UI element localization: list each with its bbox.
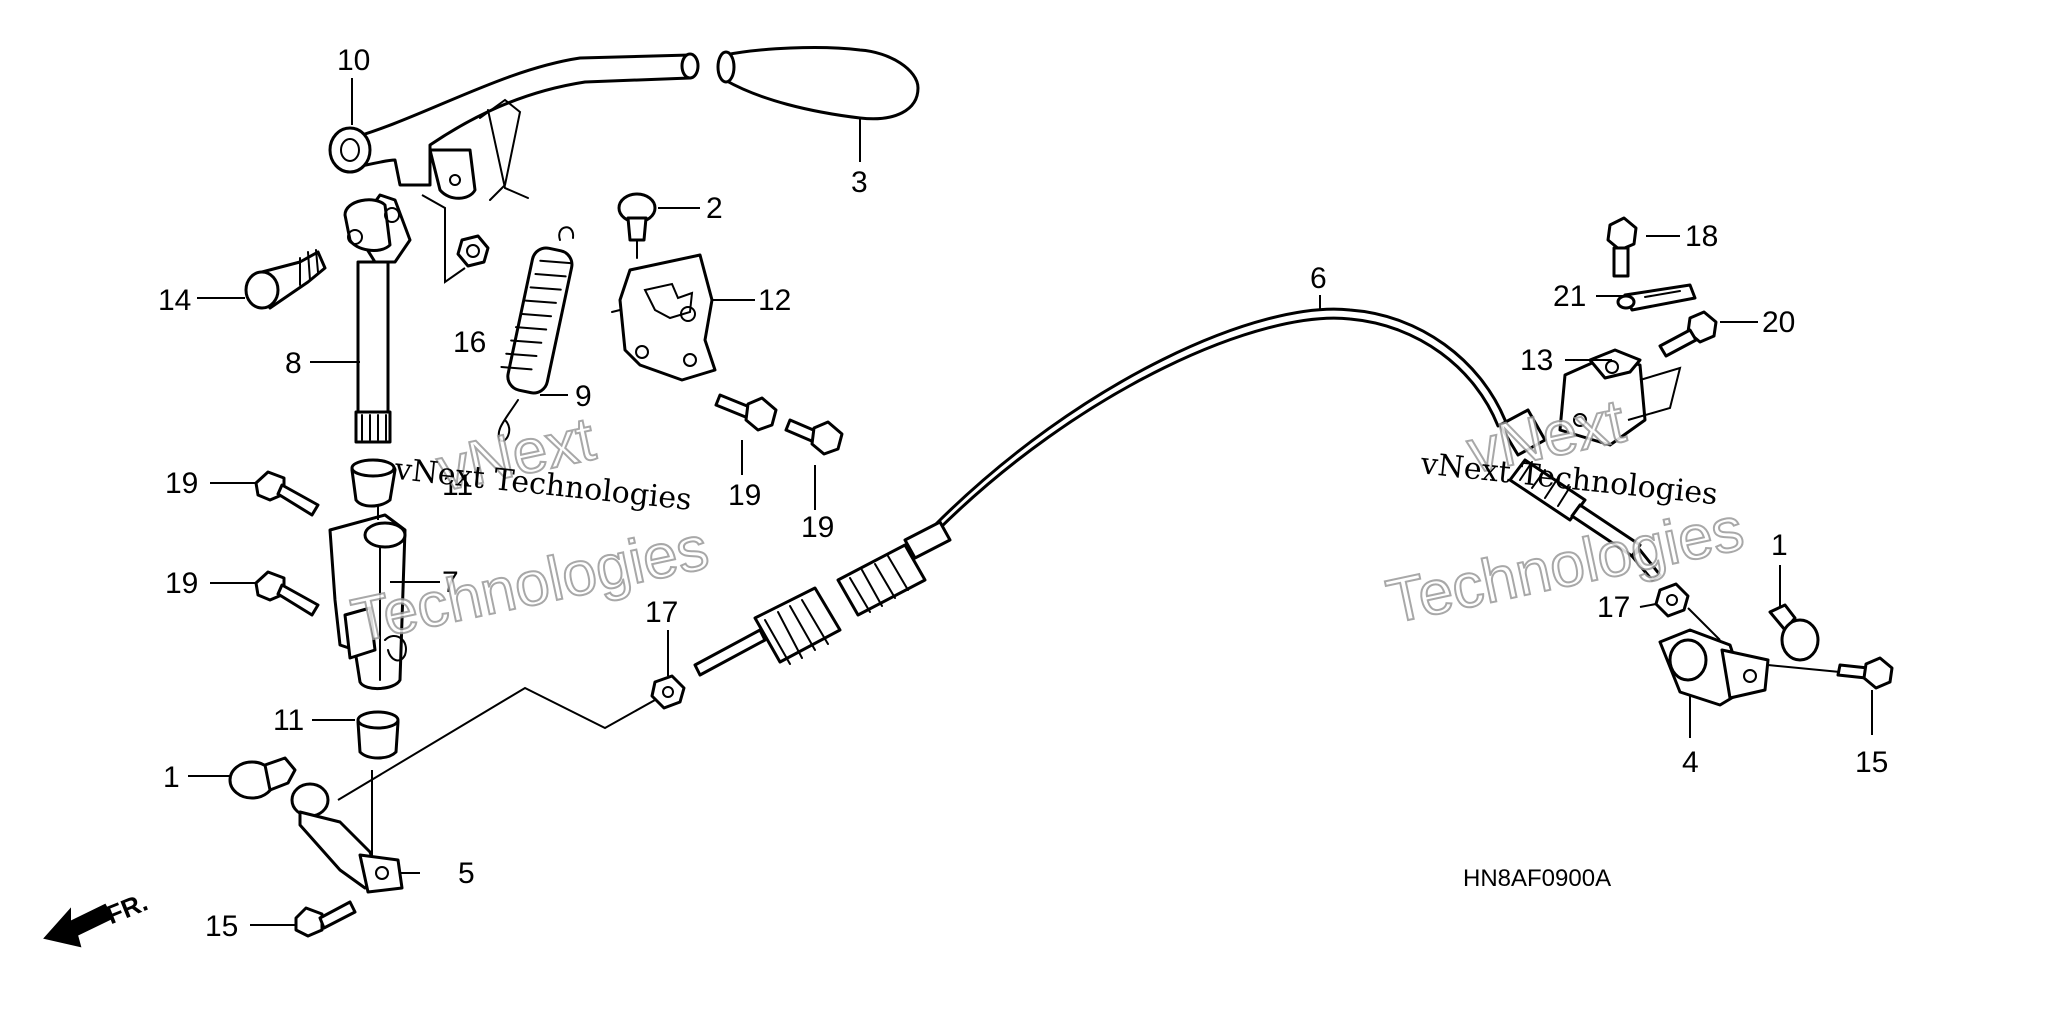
part-13-bracket bbox=[1558, 348, 1647, 447]
callout-4: 4 bbox=[1682, 746, 1699, 779]
callout-16: 16 bbox=[453, 326, 486, 359]
part-3-knob bbox=[716, 46, 920, 121]
part-5-arm bbox=[290, 782, 404, 894]
part-2-pin bbox=[617, 192, 657, 259]
callout-13: 13 bbox=[1520, 344, 1553, 377]
part-19-bolt-b bbox=[254, 570, 320, 617]
callout-14: 14 bbox=[158, 284, 191, 317]
callout-8: 8 bbox=[285, 347, 302, 380]
part-11-bushing-lower bbox=[356, 710, 400, 760]
part-10-shift-lever bbox=[328, 52, 700, 201]
callout-12: 12 bbox=[758, 284, 791, 317]
part-4-clamp bbox=[1658, 628, 1770, 707]
part-17-nut-right bbox=[1654, 582, 1690, 618]
part-1-cap-right bbox=[1768, 603, 1820, 662]
callouts: 10 3 2 14 16 12 8 9 19 19 19 19 11 7 11 … bbox=[158, 44, 1888, 943]
part-code: HN8AF0900A bbox=[1463, 865, 1611, 892]
callout-17-b: 17 bbox=[1597, 591, 1630, 624]
part-1-cap-left bbox=[228, 756, 297, 800]
callout-5: 5 bbox=[458, 857, 475, 890]
callout-9: 9 bbox=[575, 380, 592, 413]
callout-19-c: 19 bbox=[728, 479, 761, 512]
callout-3: 3 bbox=[851, 166, 868, 199]
leader-lines bbox=[188, 78, 1873, 926]
callout-15-a: 15 bbox=[205, 910, 238, 943]
part-19-bolt-c bbox=[714, 393, 778, 432]
callout-18: 18 bbox=[1685, 220, 1718, 253]
part-14-bolt bbox=[244, 249, 327, 310]
part-12-gate-plate bbox=[611, 253, 717, 382]
part-19-bolt-a bbox=[254, 470, 320, 517]
part-9-spring bbox=[497, 226, 575, 442]
part-20-bolt bbox=[1658, 310, 1718, 358]
part-7-holder bbox=[328, 513, 407, 690]
callout-21: 21 bbox=[1553, 280, 1586, 313]
part-16-nut bbox=[456, 234, 490, 268]
part-18-bolt bbox=[1606, 216, 1638, 278]
callout-7: 7 bbox=[442, 566, 459, 599]
callout-1-b: 1 bbox=[1771, 529, 1788, 562]
callout-6: 6 bbox=[1310, 262, 1327, 295]
front-direction-marker: FR. bbox=[43, 887, 152, 948]
callout-19-a: 19 bbox=[165, 467, 198, 500]
part-8-shaft bbox=[343, 193, 412, 444]
callout-15-b: 15 bbox=[1855, 746, 1888, 779]
part-6-cable bbox=[693, 307, 1662, 677]
callout-1-a: 1 bbox=[163, 761, 180, 794]
callout-20: 20 bbox=[1762, 306, 1795, 339]
part-17-nut-left bbox=[650, 674, 686, 710]
callout-19-b: 19 bbox=[165, 567, 198, 600]
front-arrow-icon bbox=[43, 903, 114, 948]
callout-2: 2 bbox=[706, 192, 723, 225]
callout-17-a: 17 bbox=[645, 596, 678, 629]
part-21-clip bbox=[1616, 283, 1697, 312]
front-label: FR. bbox=[102, 887, 152, 931]
part-19-bolt-d bbox=[784, 418, 844, 456]
part-15-bolt-left bbox=[294, 900, 357, 938]
part-11-bushing-upper bbox=[350, 458, 397, 508]
callout-11-a: 11 bbox=[442, 469, 473, 502]
callout-19-d: 19 bbox=[801, 511, 834, 544]
callout-10: 10 bbox=[337, 44, 370, 77]
part-15-bolt-right bbox=[1836, 656, 1894, 690]
callout-11-b: 11 bbox=[273, 704, 304, 737]
